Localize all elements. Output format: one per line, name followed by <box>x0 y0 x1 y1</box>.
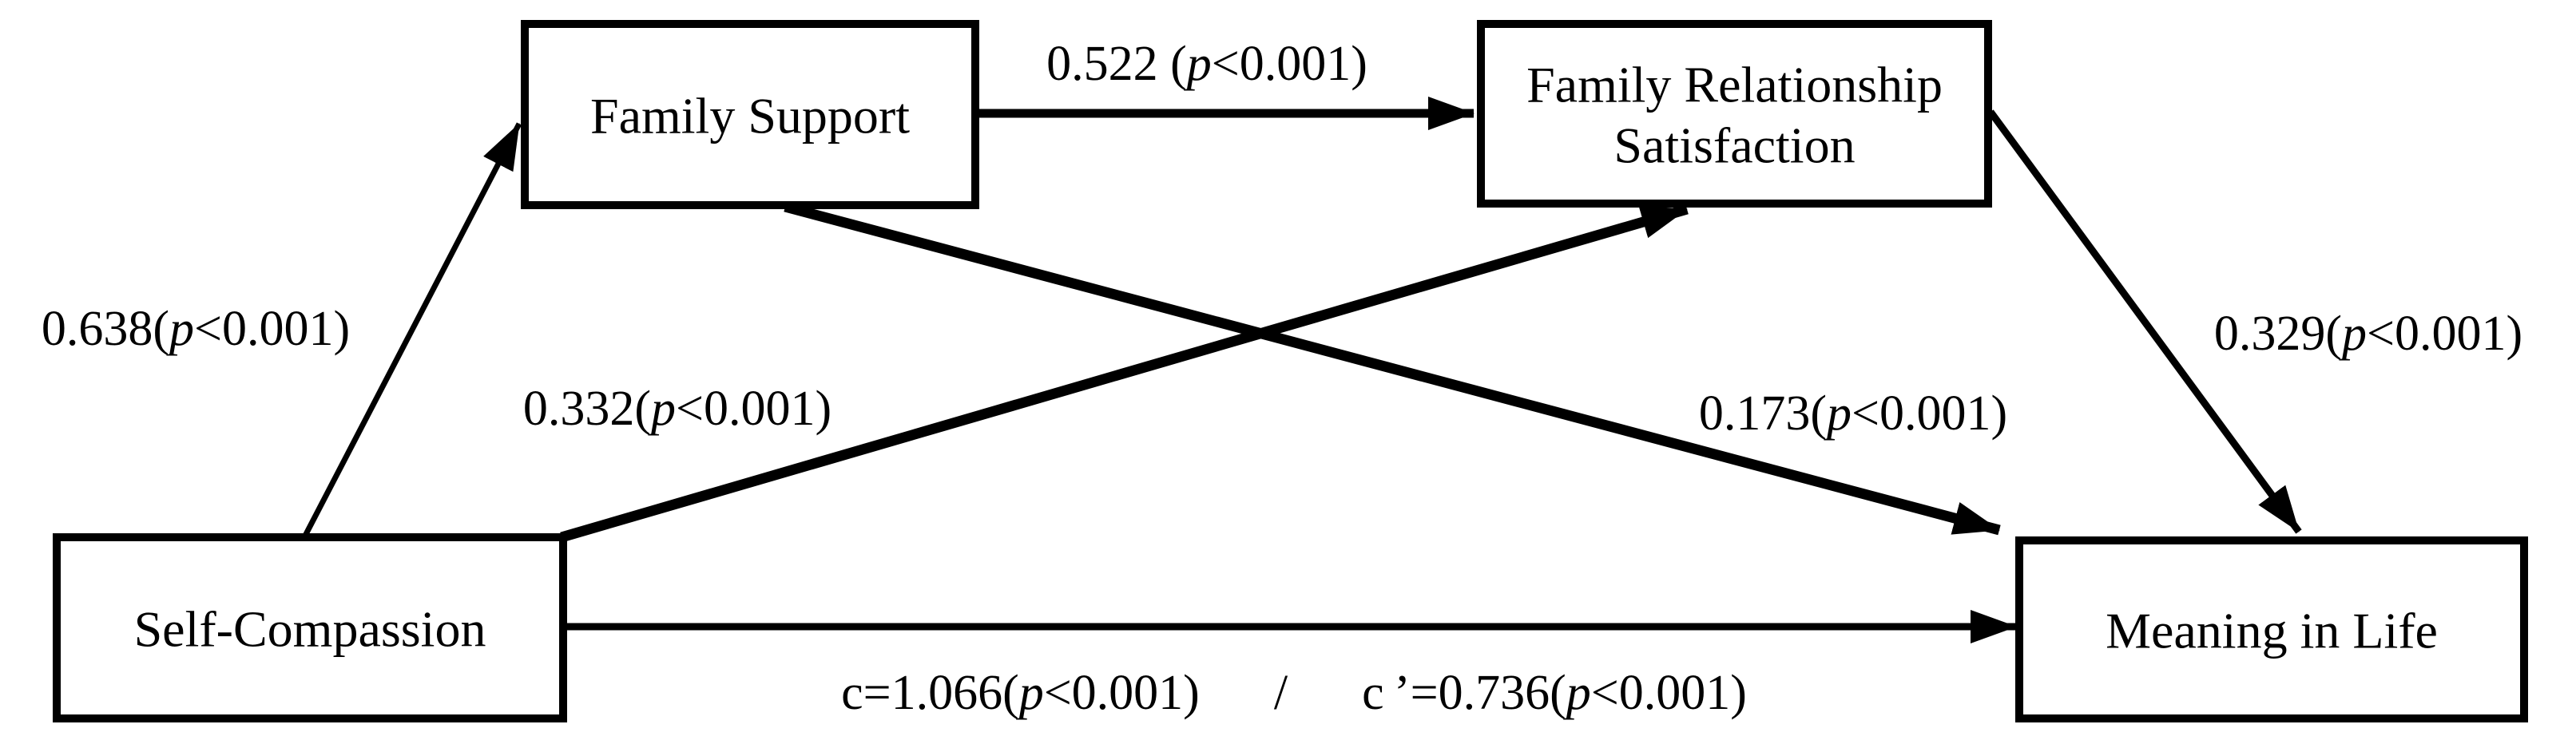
node-label-self-compassion: Self-Compassion <box>134 601 486 658</box>
path-a2-label: 0.332(p<0.001) <box>523 382 832 436</box>
edges-layer <box>301 97 2302 643</box>
node-box-meaning-in-life <box>2015 536 2528 722</box>
path-a1-label: 0.638(p<0.001) <box>42 302 350 356</box>
node-label-meaning-in-life: Meaning in Life <box>2106 603 2438 659</box>
node-meaning-in-life: Meaning in Life <box>2015 536 2528 722</box>
node-family-support: Family Support <box>521 20 979 209</box>
path-b3-label: 0.329(p<0.001) <box>2214 307 2522 361</box>
total-direct-effect-label: c=1.066(p<0.001) / c ’=0.736(p<0.001) <box>841 666 1747 720</box>
node-box-family-support <box>521 20 979 209</box>
node-label-family-support: Family Support <box>590 88 910 144</box>
path-b2-label: 0.173(p<0.001) <box>1699 386 2007 441</box>
edge-arrow-self-compassion-to-family-support <box>301 122 522 539</box>
node-box-self-compassion <box>53 533 567 722</box>
edge-labels-layer: 0.638(p<0.001) 0.522 (p<0.001) 0.332(p<0.0… <box>42 37 2522 720</box>
edge-arrow-self-compassion-to-family-relationship-satisfaction <box>560 204 1689 543</box>
path-b1-label: 0.522 (p<0.001) <box>1046 37 1367 91</box>
node-box-family-relationship-satisfaction <box>1477 20 1992 208</box>
node-self-compassion: Self-Compassion <box>53 533 567 722</box>
edge-arrow-family-support-to-meaning-in-life <box>784 201 2001 536</box>
edge-arrow-family-relationship-satisfaction-to-meaning-in-life <box>1987 109 2302 534</box>
